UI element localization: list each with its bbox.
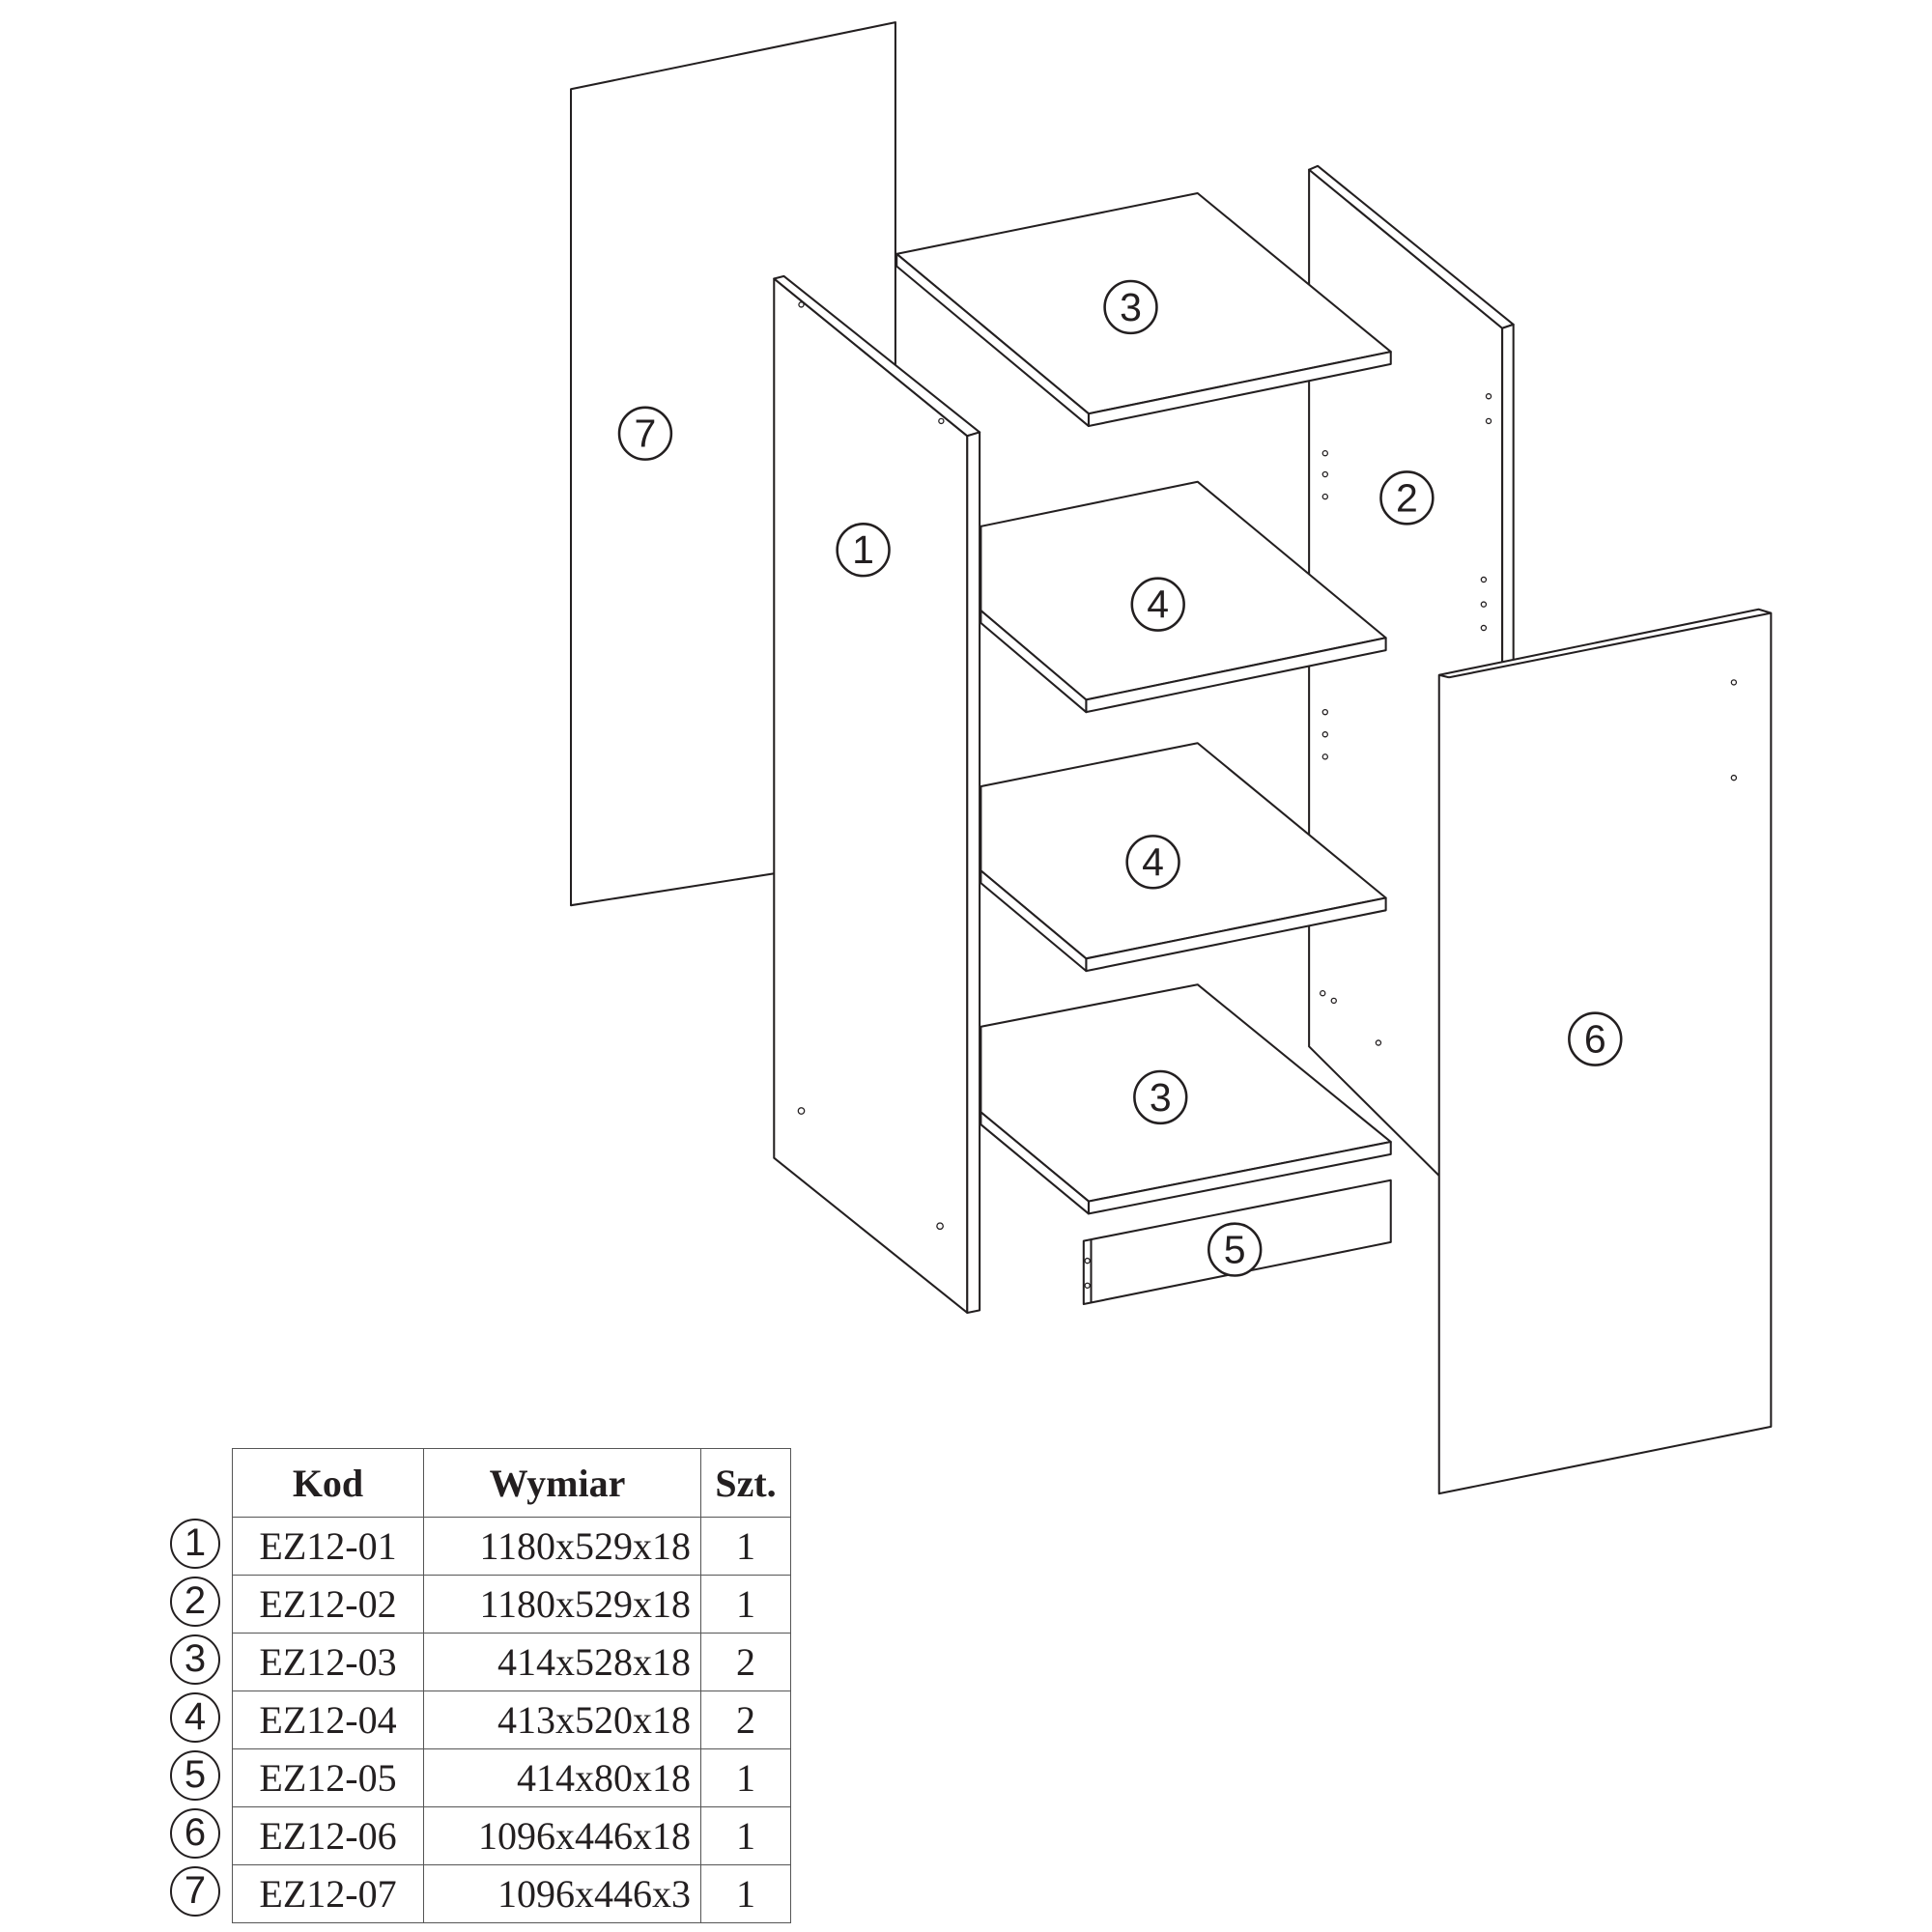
part-label-4-lower: 4 [1125,835,1180,890]
svg-text:7: 7 [635,412,657,456]
table-header-row: Kod Wymiar Szt. [232,1448,791,1518]
part-label-1: 1 [836,523,891,578]
part-label-4-upper: 4 [1130,577,1185,632]
row-mark-1: 1 [170,1519,220,1569]
cell-qty: 2 [700,1633,791,1691]
row-mark-2: 2 [170,1577,220,1627]
cell-dimension: 1096x446x3 [423,1864,701,1923]
cell-qty: 1 [700,1517,791,1576]
panel-1-side [773,274,981,1315]
cell-code: EZ12-01 [232,1517,424,1576]
cell-dimension: 414x528x18 [423,1633,701,1691]
cell-qty: 1 [700,1575,791,1634]
svg-text:2: 2 [1396,475,1418,520]
part-label-7: 7 [617,406,673,461]
header-qty: Szt. [700,1448,791,1518]
cell-qty: 2 [700,1690,791,1749]
cell-dimension: 1096x446x18 [423,1806,701,1865]
cell-code: EZ12-05 [232,1748,424,1807]
cell-code: EZ12-06 [232,1806,424,1865]
svg-text:4: 4 [1142,839,1164,884]
row-mark-5: 5 [170,1750,220,1801]
row-mark-4: 4 [170,1692,220,1743]
part-label-3-top: 3 [1103,279,1158,335]
svg-text:3: 3 [1120,285,1142,329]
cell-code: EZ12-04 [232,1690,424,1749]
cell-code: EZ12-02 [232,1575,424,1634]
cell-dimension: 414x80x18 [423,1748,701,1807]
cell-code: EZ12-07 [232,1864,424,1923]
row-mark-7: 7 [170,1866,220,1917]
cell-qty: 1 [700,1748,791,1807]
cell-dimension: 413x520x18 [423,1690,701,1749]
shelf-4-upper [980,480,1387,714]
row-mark-6: 6 [170,1808,220,1859]
header-code: Kod [232,1448,424,1518]
part-label-2: 2 [1379,470,1435,526]
cell-dimension: 1180x529x18 [423,1575,701,1634]
svg-text:5: 5 [1224,1228,1246,1272]
cell-code: EZ12-03 [232,1633,424,1691]
row-mark-3: 3 [170,1634,220,1685]
cell-qty: 1 [700,1864,791,1923]
svg-text:1: 1 [852,527,874,572]
header-dimension: Wymiar [423,1448,701,1518]
part-label-3-bottom: 3 [1133,1069,1188,1125]
part-label-6: 6 [1568,1011,1623,1066]
part-label-5: 5 [1208,1222,1263,1277]
cell-dimension: 1180x529x18 [423,1517,701,1576]
svg-text:4: 4 [1147,582,1169,627]
shelf-4-lower [980,742,1387,973]
cell-qty: 1 [700,1806,791,1865]
svg-text:6: 6 [1584,1017,1606,1062]
svg-text:3: 3 [1150,1075,1172,1120]
